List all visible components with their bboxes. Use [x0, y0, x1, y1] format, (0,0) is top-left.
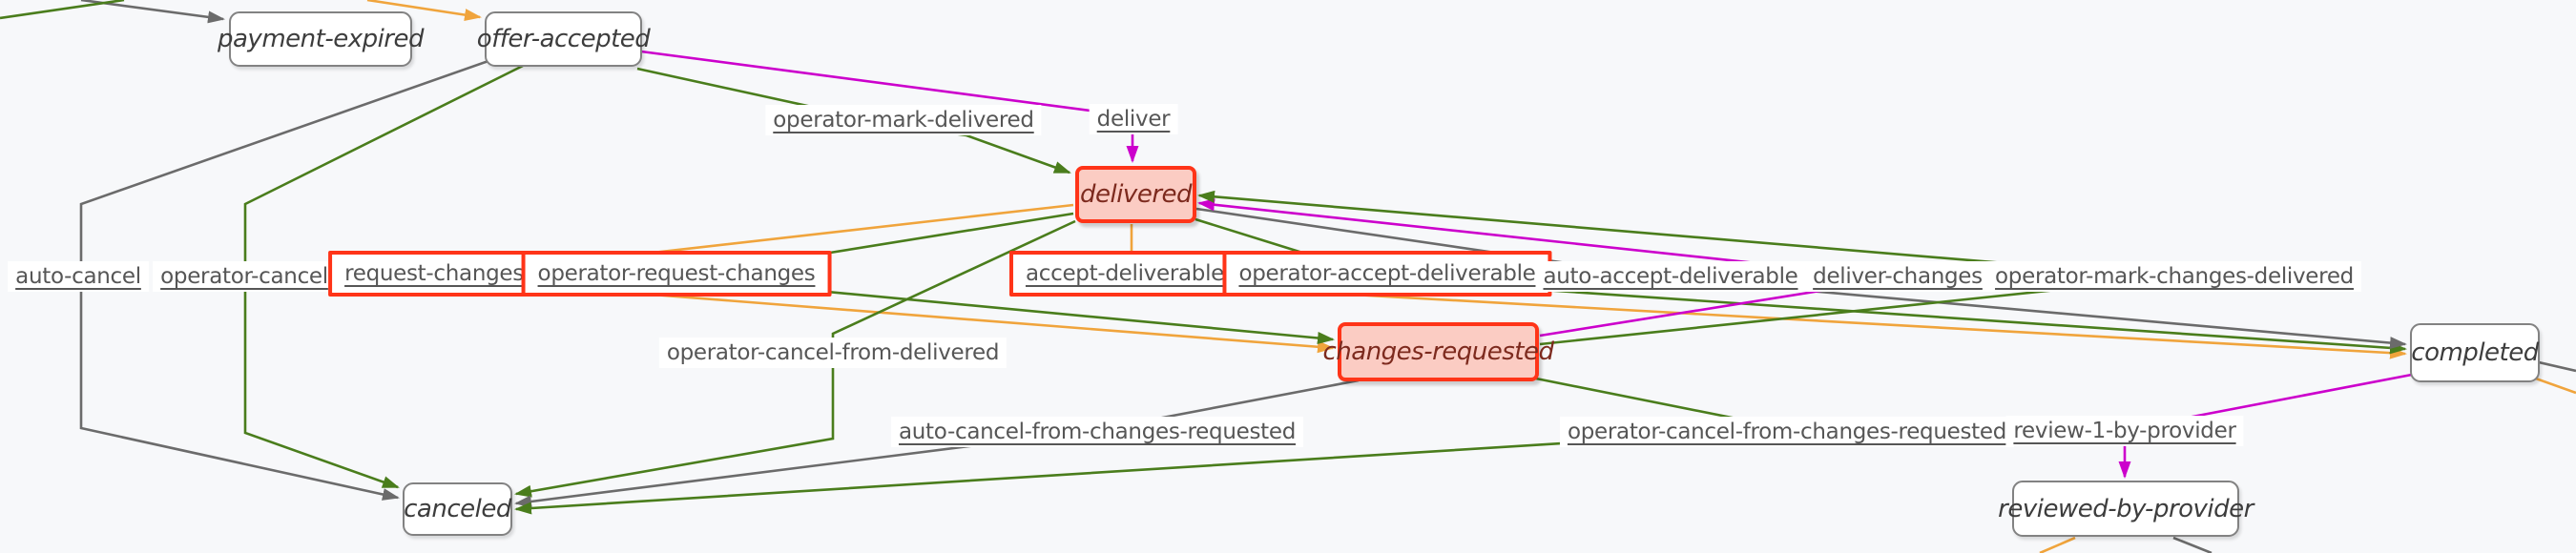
edge-reviewed-out-bottom-orange: [2039, 536, 2076, 553]
node-reviewed-by-provider[interactable]: reviewed-by-provider: [1998, 481, 2254, 537]
edge-into-offer-accepted: [366, 0, 482, 22]
edge-label-operator-mark-changes-delivered[interactable]: operator-mark-changes-delivered: [1987, 261, 2361, 292]
edge-label-auto-accept-deliverable[interactable]: auto-accept-deliverable: [1535, 261, 1806, 292]
node-offer-accepted[interactable]: offer-accepted: [477, 11, 651, 67]
edge-reviewed-out-bottom-gray: [2172, 536, 2212, 553]
node-payment-expired[interactable]: payment-expired: [218, 11, 425, 67]
edge-operator-cancel-from-delivered: [514, 219, 1076, 498]
edge-label-request-changes[interactable]: request-changes: [328, 251, 540, 297]
edge-label-operator-cancel-from-delivered: operator-cancel-from-delivered: [658, 338, 1008, 368]
edge-label-operator-request-changes[interactable]: operator-request-changes: [521, 251, 832, 297]
edge-label-auto-cancel-from-changes-requested[interactable]: auto-cancel-from-changes-requested: [890, 417, 1304, 447]
edge-label-deliver[interactable]: deliver: [1089, 104, 1178, 134]
edge-completed-out-right-orange: [2535, 377, 2576, 395]
edge-auto-cancel: [79, 59, 489, 501]
edge-label-operator-accept-deliverable[interactable]: operator-accept-deliverable: [1222, 251, 1552, 297]
edge-top-left-passthrough: [0, 0, 125, 20]
edge-label-auto-cancel[interactable]: auto-cancel: [8, 261, 149, 292]
edge-label-deliver-changes[interactable]: deliver-changes: [1805, 261, 1990, 292]
node-completed[interactable]: completed: [2410, 323, 2540, 382]
edge-label-review-1-by-provider[interactable]: review-1-by-provider: [2005, 416, 2244, 446]
node-delivered[interactable]: delivered: [1075, 166, 1196, 223]
edge-completed-out-right-gray: [2538, 360, 2576, 373]
edge-label-operator-mark-delivered[interactable]: operator-mark-delivered: [765, 105, 1042, 135]
edge-label-operator-cancel-from-changes-requested[interactable]: operator-cancel-from-changes-requested: [1559, 417, 2015, 447]
node-changes-requested[interactable]: changes-requested: [1322, 322, 1554, 381]
edge-label-operator-cancel[interactable]: operator-cancel: [153, 261, 336, 292]
edge-operator-cancel: [243, 64, 524, 489]
node-canceled[interactable]: canceled: [403, 482, 512, 536]
edge-label-accept-deliverable[interactable]: accept-deliverable: [1008, 251, 1241, 297]
